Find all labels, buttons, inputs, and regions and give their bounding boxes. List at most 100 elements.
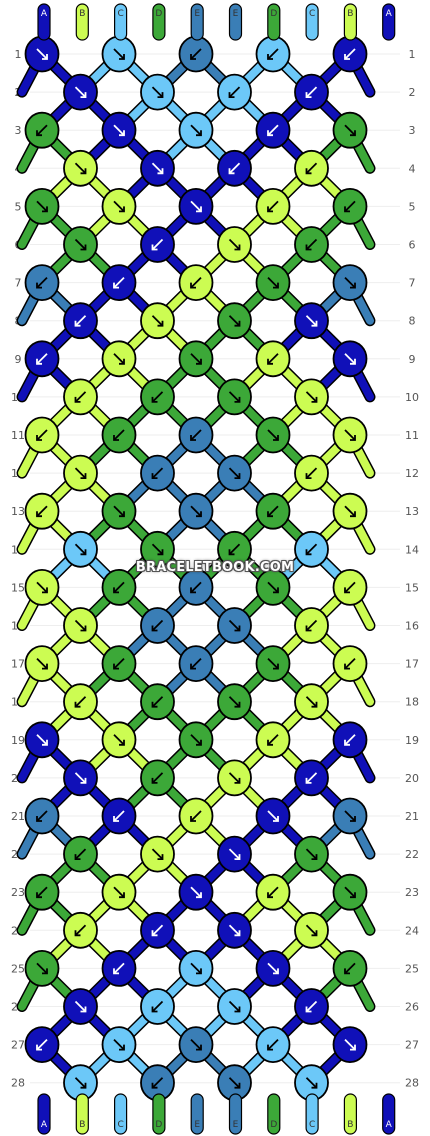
knot-arrowhead-icon	[119, 739, 125, 746]
knot	[178, 797, 214, 835]
knot-arrow-icon	[113, 353, 125, 365]
knot-arrowhead-icon	[151, 701, 158, 708]
knot-arrowhead-icon	[228, 549, 235, 556]
row-label-right: 6	[409, 239, 416, 252]
knot-arrowhead-icon	[305, 777, 312, 784]
knot-arrowhead-icon	[273, 968, 279, 975]
knot-arrowhead-icon	[190, 587, 196, 594]
knot	[24, 35, 60, 73]
knot	[332, 340, 368, 378]
knot-arrow-icon	[305, 391, 318, 403]
knot-arrowhead-icon	[190, 435, 196, 441]
knot-arrow-icon	[74, 543, 87, 555]
knot	[294, 988, 329, 1025]
knot-arrowhead-icon	[344, 739, 350, 746]
knot-arrow-icon	[267, 657, 279, 670]
knot-arrowhead-icon	[267, 358, 273, 365]
row-label-left: 1	[15, 48, 22, 61]
row-label-left: 27	[11, 1039, 25, 1052]
knot-arrowhead-icon	[350, 511, 356, 518]
knot-arrow-icon	[344, 48, 356, 60]
knot-arrowhead-icon	[190, 282, 196, 289]
knot-arrow-icon	[344, 124, 356, 136]
string-tab-bottom	[75, 1093, 89, 1135]
knot	[101, 187, 137, 225]
knot-arrowhead-icon	[305, 92, 312, 98]
knot	[294, 454, 329, 492]
knot-arrowhead-icon	[80, 92, 87, 98]
knot-arrow-icon	[228, 467, 241, 479]
knot	[140, 607, 175, 644]
knot	[332, 264, 368, 302]
knot	[140, 530, 175, 568]
knot-arrowhead-icon	[305, 625, 312, 632]
knot	[24, 416, 60, 454]
knot	[63, 454, 98, 492]
knot-arrow-icon	[228, 848, 241, 860]
knot-arrow-icon	[267, 200, 279, 213]
knot	[255, 111, 291, 149]
knot-arrow-icon	[74, 848, 87, 860]
string-tab-bottom	[37, 1093, 51, 1135]
knot	[63, 378, 98, 416]
string-label: C	[309, 9, 315, 19]
knot-arrow-icon	[36, 429, 48, 441]
knot-arrowhead-icon	[311, 930, 318, 937]
knot	[63, 226, 98, 263]
knot	[217, 149, 252, 187]
knot-arrow-icon	[228, 924, 241, 936]
knot-arrowhead-icon	[228, 168, 235, 175]
knot	[178, 569, 214, 606]
knot-arrowhead-icon	[305, 549, 312, 556]
knot-arrow-icon	[113, 505, 125, 517]
knot-arrow-icon	[36, 810, 48, 822]
row-label-right: 7	[409, 277, 416, 290]
knot	[332, 416, 368, 454]
knot-arrow-icon	[228, 86, 241, 98]
knot-arrow-icon	[190, 429, 202, 441]
knot	[255, 569, 291, 606]
knot-arrowhead-icon	[234, 396, 241, 403]
row-label-right: 22	[405, 848, 419, 861]
knot	[140, 988, 175, 1025]
knot-arrowhead-icon	[42, 739, 48, 746]
knot-arrowhead-icon	[113, 968, 119, 975]
knot-arrowhead-icon	[36, 892, 42, 899]
knot	[63, 607, 98, 644]
knot	[178, 721, 214, 759]
row-label-left: 25	[11, 962, 25, 975]
string-tab-top	[343, 3, 357, 41]
knot-arrowhead-icon	[80, 777, 87, 784]
knot-arrowhead-icon	[350, 816, 356, 822]
knot-arrow-icon	[267, 276, 279, 289]
knot-arrow-icon	[36, 962, 48, 975]
knot	[140, 302, 175, 340]
knot-arrow-icon	[36, 353, 48, 365]
knot	[217, 454, 252, 492]
knot	[178, 645, 214, 682]
knot	[178, 492, 214, 530]
knot-arrow-icon	[36, 886, 48, 898]
knot-arrow-icon	[305, 162, 318, 174]
knot	[63, 1064, 98, 1102]
knot-arrow-icon	[267, 962, 279, 975]
knot-arrow-icon	[228, 543, 241, 555]
knot-arrowhead-icon	[344, 587, 350, 594]
knot-arrow-icon	[36, 200, 48, 213]
knot-arrow-icon	[113, 1038, 125, 1051]
knot-arrow-icon	[151, 315, 164, 327]
knot-arrowhead-icon	[74, 320, 81, 327]
string-tab-bottom	[382, 1093, 396, 1135]
knot	[63, 530, 98, 568]
knot	[178, 187, 214, 225]
knot-arrowhead-icon	[234, 777, 241, 784]
string-label: C	[309, 1120, 315, 1130]
knot	[217, 226, 252, 263]
knot-arrow-icon	[36, 48, 48, 60]
knot-arrow-icon	[267, 886, 279, 898]
knot-arrowhead-icon	[119, 358, 125, 365]
knot	[294, 607, 329, 644]
string-label: A	[41, 9, 48, 19]
knot	[178, 416, 214, 454]
knot-arrowhead-icon	[157, 854, 164, 860]
